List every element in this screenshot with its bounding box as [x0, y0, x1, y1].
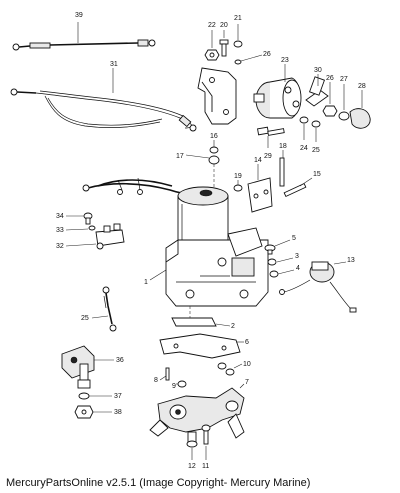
part-29-bolt[interactable]	[257, 126, 285, 136]
callout-18: 18	[279, 143, 287, 150]
callout-29: 29	[264, 153, 272, 160]
part-32-circuit-breaker[interactable]	[95, 223, 125, 250]
part-24-washer[interactable]	[299, 116, 309, 124]
part-23-solenoid[interactable]	[253, 77, 302, 119]
part-3-washer[interactable]	[267, 258, 277, 266]
callout-39: 39	[75, 12, 83, 19]
callout-34: 34	[56, 213, 64, 220]
part-26-washer[interactable]	[234, 59, 242, 65]
callout-36: 36	[116, 357, 124, 364]
part-12-fitting[interactable]	[186, 431, 198, 448]
callout-15: 15	[313, 171, 321, 178]
callout-1: 1	[144, 279, 148, 286]
callout-32: 32	[56, 243, 64, 250]
callout-25a: 25	[312, 147, 320, 154]
part-18-pin[interactable]	[279, 157, 285, 187]
callout-26b: 26	[326, 75, 334, 82]
part-10-washer[interactable]	[217, 362, 235, 376]
callout-24: 24	[300, 145, 308, 152]
part-36-terminal-block[interactable]	[61, 345, 95, 389]
callout-17: 17	[176, 153, 184, 160]
callout-37: 37	[114, 393, 122, 400]
part-19-washer[interactable]	[233, 184, 243, 192]
part-15-bolt[interactable]	[283, 182, 307, 198]
callout-23: 23	[281, 57, 289, 64]
part-1-pump-motor-assembly[interactable]	[82, 177, 269, 307]
part-5-screw[interactable]	[264, 244, 276, 255]
callout-6: 6	[245, 339, 249, 346]
part-14-bracket[interactable]	[247, 177, 273, 213]
callout-26a: 26	[263, 51, 271, 58]
part-21-washer[interactable]	[233, 40, 243, 48]
part-34-screw[interactable]	[83, 212, 93, 225]
part-39-battery-cable[interactable]	[12, 39, 156, 51]
callout-33: 33	[56, 227, 64, 234]
part-11-screw[interactable]	[201, 424, 211, 445]
callout-25b: 25	[81, 315, 89, 322]
callout-19: 19	[234, 173, 242, 180]
callout-2: 2	[231, 323, 235, 330]
part-7-fitting-block[interactable]	[149, 387, 245, 439]
part-33-washer[interactable]	[88, 225, 96, 231]
part-17-nut[interactable]	[208, 155, 220, 165]
callout-12: 12	[188, 463, 196, 470]
callout-30: 30	[314, 67, 322, 74]
part-31-harness-cable[interactable]	[10, 88, 197, 132]
part-2-gasket[interactable]	[171, 306, 217, 327]
callout-16: 16	[210, 133, 218, 140]
part-22-nut[interactable]	[204, 49, 220, 61]
part-4-nut[interactable]	[269, 270, 279, 278]
part-38-nut[interactable]	[74, 405, 94, 419]
part-8-pin[interactable]	[165, 367, 170, 381]
callout-13: 13	[347, 257, 355, 264]
callout-38: 38	[114, 409, 122, 416]
part-37-washer[interactable]	[78, 392, 90, 400]
callout-14: 14	[254, 157, 262, 164]
part-28-boot[interactable]	[349, 108, 371, 129]
part-9-clip[interactable]	[177, 380, 187, 388]
callout-labels: 39 31 22 20 21 26 23 30 26 27 28 16 29 2…	[56, 12, 366, 470]
callout-20: 20	[220, 22, 228, 29]
callout-11: 11	[202, 463, 209, 470]
callout-21: 21	[234, 15, 242, 22]
part-bracket-assembly[interactable]	[197, 67, 237, 125]
callout-27: 27	[340, 76, 348, 83]
callout-3: 3	[295, 253, 299, 260]
part-20-screw[interactable]	[219, 39, 229, 57]
part-13-trim-sender[interactable]	[279, 261, 357, 313]
callout-9: 9	[172, 383, 176, 390]
part-27-nut[interactable]	[338, 111, 350, 121]
part-25-ground-strap[interactable]	[102, 286, 117, 332]
callout-10: 10	[243, 361, 251, 368]
callout-8: 8	[154, 377, 158, 384]
callout-4: 4	[296, 265, 300, 272]
callout-5: 5	[292, 235, 296, 242]
part-6-mounting-plate[interactable]	[159, 333, 241, 359]
callout-28: 28	[358, 83, 366, 90]
copyright-footer: MercuryPartsOnline v2.5.1 (Image Copyrig…	[6, 477, 311, 489]
part-25-nut[interactable]	[311, 120, 321, 128]
part-26-nut[interactable]	[322, 105, 338, 117]
callout-7: 7	[245, 379, 249, 386]
part-30-bracket-plate[interactable]	[305, 76, 329, 107]
callout-31: 31	[110, 61, 118, 68]
part-16-washer[interactable]	[209, 146, 219, 154]
callout-22: 22	[208, 22, 216, 29]
